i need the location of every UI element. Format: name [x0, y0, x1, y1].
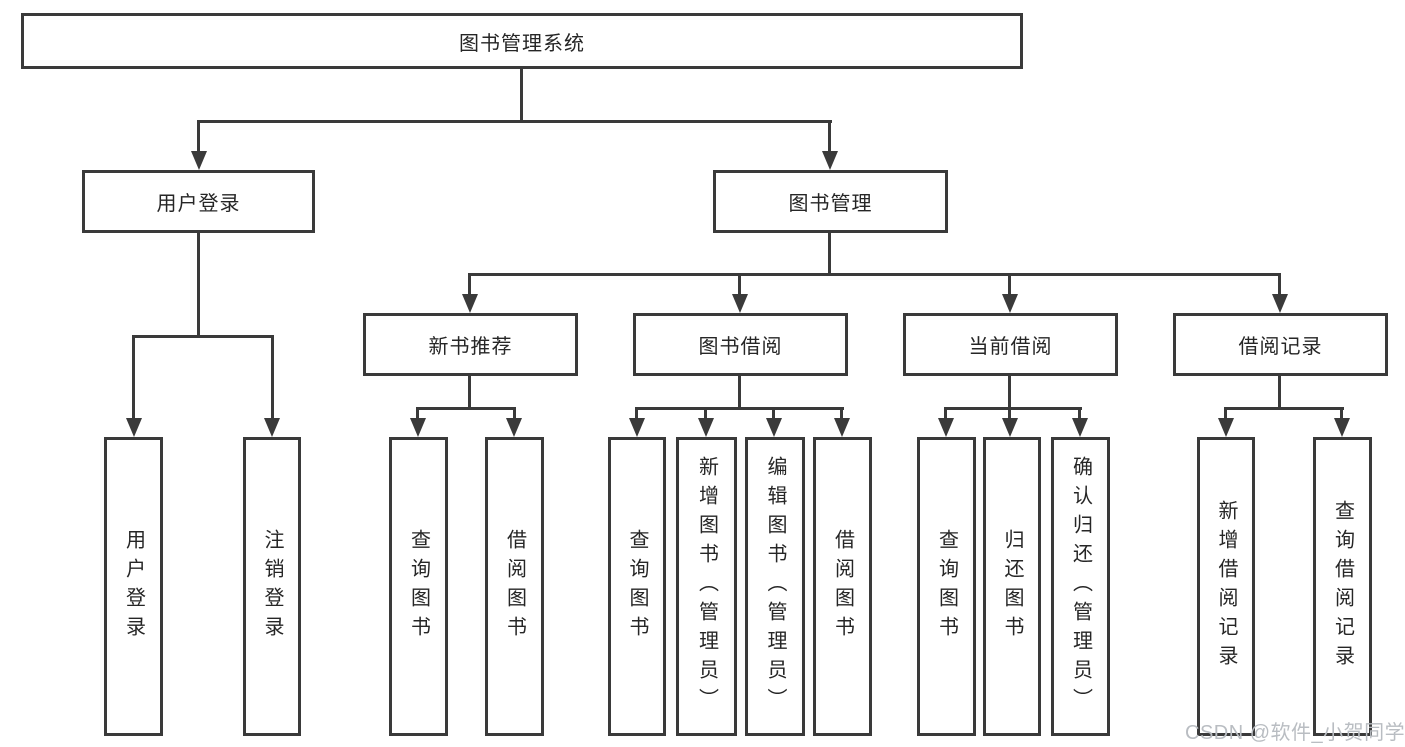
leaf-logout: 注销登录	[243, 437, 301, 736]
node-borrowing-records: 借阅记录	[1173, 313, 1388, 376]
connector-line	[704, 407, 707, 420]
connector-line	[416, 407, 516, 410]
leaf-label: 查询图书	[626, 528, 648, 645]
node-label: 图书管理	[788, 193, 873, 215]
leaf-add-borrow-record: 新增借阅记录	[1197, 437, 1255, 736]
leaf-return-books: 归还图书	[983, 437, 1041, 736]
leaf-borrow-books-newrec: 借阅图书	[485, 437, 544, 736]
leaf-label: 确认归还（管理员）	[1069, 456, 1092, 717]
csdn-watermark: CSDN @软件_小贺同学	[1185, 722, 1405, 744]
connector-line	[944, 407, 1082, 410]
connector-line	[772, 407, 775, 420]
connector-arrowhead-icon	[766, 418, 782, 437]
leaf-user-login: 用户登录	[104, 437, 163, 736]
leaf-label: 用户登录	[122, 528, 145, 645]
connector-line	[1224, 407, 1344, 410]
connector-line	[944, 407, 947, 420]
connector-arrowhead-icon	[1218, 418, 1234, 437]
node-label: 图书借阅	[698, 336, 783, 358]
connector-arrowhead-icon	[1334, 418, 1350, 437]
connector-line	[1078, 407, 1081, 420]
connector-arrowhead-icon	[1072, 418, 1088, 437]
connector-line	[635, 407, 844, 410]
connector-line	[738, 273, 741, 296]
node-current-borrowing: 当前借阅	[903, 313, 1118, 376]
connector-arrowhead-icon	[1002, 294, 1018, 313]
connector-arrowhead-icon	[1272, 294, 1288, 313]
leaf-add-book-admin: 新增图书（管理员）	[676, 437, 737, 736]
connector-line	[132, 335, 274, 338]
node-new-book-recommendation: 新书推荐	[363, 313, 578, 376]
connector-line	[1278, 376, 1281, 407]
node-user-login: 用户登录	[82, 170, 315, 233]
leaf-edit-book-admin: 编辑图书（管理员）	[745, 437, 805, 736]
connector-arrowhead-icon	[264, 418, 280, 437]
connector-line	[1340, 407, 1343, 420]
leaf-label: 编辑图书（管理员）	[764, 456, 786, 717]
connector-line	[468, 273, 1281, 276]
connector-line	[132, 335, 135, 420]
leaf-label: 注销登录	[261, 528, 283, 645]
connector-line	[840, 407, 843, 420]
connector-line	[468, 273, 471, 296]
node-book-borrowing: 图书借阅	[633, 313, 848, 376]
leaf-label: 借阅图书	[831, 528, 854, 645]
connector-arrowhead-icon	[698, 418, 714, 437]
leaf-label: 借阅图书	[503, 528, 526, 645]
leaf-query-books-newrec: 查询图书	[389, 437, 448, 736]
connector-arrowhead-icon	[410, 418, 426, 437]
connector-arrowhead-icon	[462, 294, 478, 313]
leaf-label: 查询图书	[935, 528, 958, 645]
connector-line	[520, 69, 523, 120]
connector-line	[197, 233, 200, 335]
connector-arrowhead-icon	[506, 418, 522, 437]
leaf-label: 归还图书	[1001, 528, 1023, 645]
node-label: 图书管理系统	[459, 32, 585, 55]
connector-line	[1224, 407, 1227, 420]
leaf-query-borrow-record: 查询借阅记录	[1313, 437, 1372, 736]
connector-line	[635, 407, 638, 420]
connector-arrowhead-icon	[822, 151, 838, 170]
leaf-confirm-return-admin: 确认归还（管理员）	[1051, 437, 1110, 736]
connector-line	[197, 120, 200, 153]
connector-line	[513, 407, 516, 420]
connector-arrowhead-icon	[629, 418, 645, 437]
node-label: 新书推荐	[428, 336, 513, 358]
leaf-label: 查询图书	[407, 528, 430, 645]
leaf-query-books-borrow: 查询图书	[608, 437, 666, 736]
connector-arrowhead-icon	[732, 294, 748, 313]
connector-arrowhead-icon	[1002, 418, 1018, 437]
connector-line	[828, 120, 831, 153]
connector-arrowhead-icon	[126, 418, 142, 437]
connector-line	[1008, 273, 1011, 296]
leaf-label: 查询借阅记录	[1331, 499, 1354, 674]
connector-line	[468, 376, 471, 407]
connector-arrowhead-icon	[834, 418, 850, 437]
node-label: 当前借阅	[968, 336, 1053, 358]
connector-line	[1008, 407, 1011, 420]
node-book-management: 图书管理	[713, 170, 948, 233]
leaf-label: 新增借阅记录	[1215, 499, 1237, 674]
connector-line	[197, 120, 832, 123]
connector-line	[828, 232, 831, 273]
node-label: 用户登录	[156, 193, 241, 215]
node-label: 借阅记录	[1238, 336, 1323, 358]
leaf-label: 新增图书（管理员）	[695, 456, 718, 717]
connector-line	[1008, 376, 1011, 407]
leaf-borrow-books-borrow: 借阅图书	[813, 437, 872, 736]
connector-line	[416, 407, 419, 420]
connector-arrowhead-icon	[191, 151, 207, 170]
connector-arrowhead-icon	[938, 418, 954, 437]
leaf-query-books-current: 查询图书	[917, 437, 976, 736]
connector-line	[271, 335, 274, 420]
node-library-management-system: 图书管理系统	[21, 13, 1023, 69]
connector-line	[738, 376, 741, 407]
connector-line	[1278, 273, 1281, 296]
